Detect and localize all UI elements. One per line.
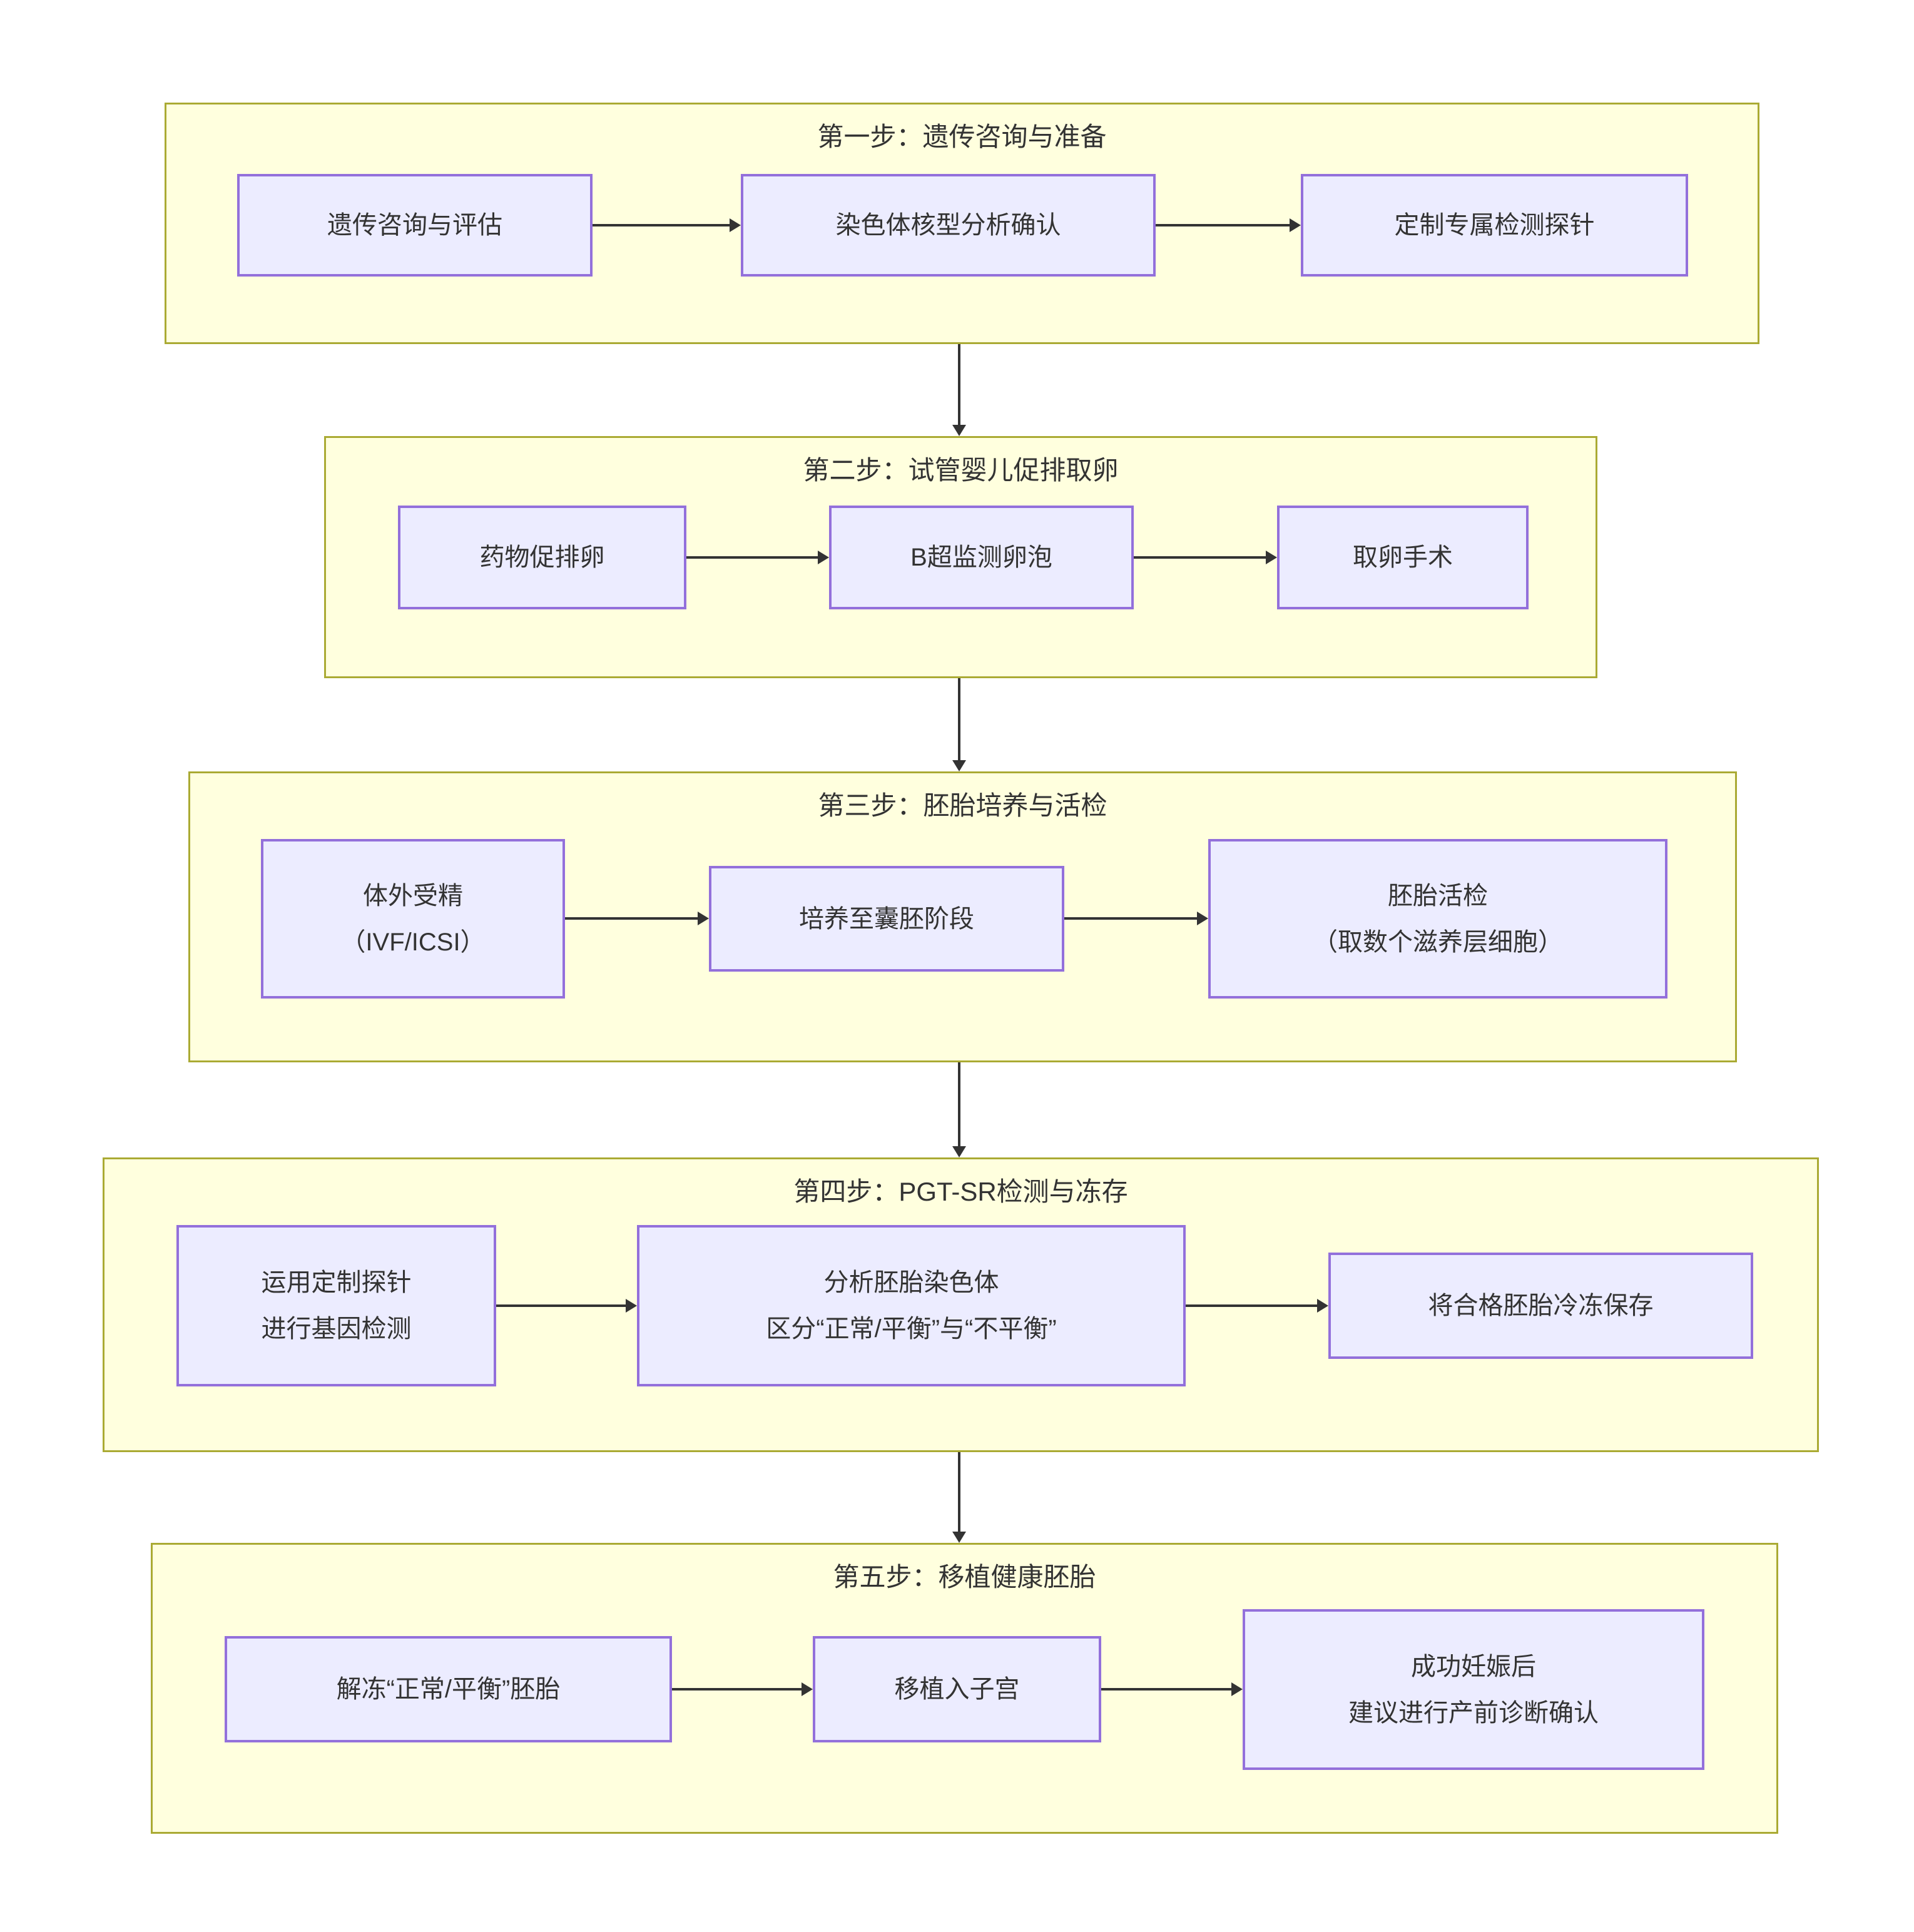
- arrow-right-connector: [1064, 917, 1197, 920]
- node-prenatal-diagnosis: 成功妊娠后 建议进行产前诊断确认: [1243, 1609, 1704, 1770]
- section-step-2: 第二步：试管婴儿促排取卵 药物促排卵 B超监测卵泡 取卵手术: [324, 436, 1597, 678]
- node-ovulation-drugs: 药物促排卵: [398, 506, 686, 609]
- node-karyotype-analysis: 染色体核型分析确认: [741, 174, 1156, 277]
- arrow-right-connector: [672, 1688, 802, 1690]
- node-probe-gene-testing: 运用定制探针 进行基因检测: [176, 1225, 496, 1386]
- section-step-5: 第五步：移植健康胚胎 解冻“正常/平衡”胚胎 移植入子宫 成功妊娠后 建议进行产…: [151, 1543, 1778, 1834]
- section-title-step-5: 第五步：移植健康胚胎: [833, 1562, 1096, 1592]
- node-blastocyst-culture: 培养至囊胚阶段: [709, 866, 1064, 972]
- node-genetic-counseling: 遗传咨询与评估: [237, 174, 593, 277]
- arrow-right-connector: [593, 224, 730, 226]
- arrow-down-connector: [958, 1452, 960, 1532]
- section-step-3: 第三步：胚胎培养与活检 体外受精 （IVF/ICSI） 培养至囊胚阶段 胚胎活检…: [188, 771, 1737, 1062]
- node-chromosome-analysis: 分析胚胎染色体 区分“正常/平衡”与“不平衡”: [637, 1225, 1186, 1386]
- arrow-down-connector: [958, 344, 960, 425]
- node-egg-retrieval: 取卵手术: [1277, 506, 1529, 609]
- arrow-right-connector: [496, 1304, 626, 1307]
- section-title-step-4: 第四步：PGT-SR检测与冻存: [793, 1177, 1128, 1206]
- node-custom-probe: 定制专属检测探针: [1301, 174, 1688, 277]
- arrow-right-connector: [1134, 556, 1266, 559]
- arrow-down-connector: [958, 678, 960, 760]
- node-uterus-transfer: 移植入子宫: [813, 1636, 1101, 1742]
- arrow-right-connector: [1101, 1688, 1231, 1690]
- arrow-down-connector: [958, 1062, 960, 1146]
- section-step-4: 第四步：PGT-SR检测与冻存 运用定制探针 进行基因检测 分析胚胎染色体 区分…: [103, 1157, 1819, 1452]
- node-freeze-embryos: 将合格胚胎冷冻保存: [1328, 1253, 1753, 1359]
- node-ultrasound-monitoring: B超监测卵泡: [829, 506, 1134, 609]
- arrow-right-connector: [565, 917, 698, 920]
- section-title-step-3: 第三步：胚胎培养与活检: [818, 791, 1107, 820]
- section-step-1: 第一步：遗传咨询与准备 遗传咨询与评估 染色体核型分析确认 定制专属检测探针: [165, 103, 1759, 344]
- arrow-right-connector: [1156, 224, 1290, 226]
- arrow-right-connector: [1186, 1304, 1317, 1307]
- section-title-step-2: 第二步：试管婴儿促排取卵: [803, 455, 1119, 485]
- node-embryo-biopsy: 胚胎活检 （取数个滋养层细胞）: [1208, 839, 1667, 999]
- section-title-step-1: 第一步：遗传咨询与准备: [817, 122, 1107, 151]
- node-ivf-icsi: 体外受精 （IVF/ICSI）: [261, 839, 565, 999]
- node-thaw-embryo: 解冻“正常/平衡”胚胎: [225, 1636, 672, 1742]
- arrow-right-connector: [686, 556, 818, 559]
